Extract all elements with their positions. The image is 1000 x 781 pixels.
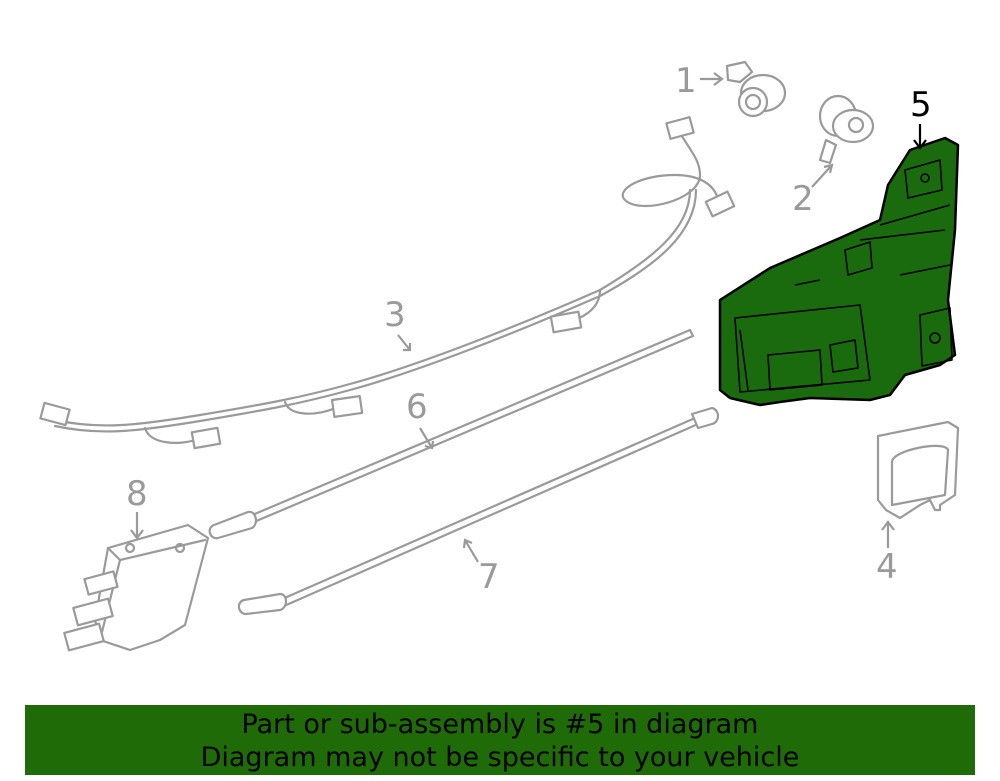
- leader-5: [913, 124, 927, 150]
- leader-2: [811, 163, 834, 188]
- part-3-wiring-harness[interactable]: [39, 116, 736, 450]
- callout-1: 1: [675, 61, 697, 101]
- callout-2: 2: [792, 179, 814, 219]
- callout-6: 6: [406, 387, 428, 427]
- part-8-control-module[interactable]: [63, 523, 210, 652]
- notice-banner: Part or sub-assembly is #5 in diagram Di…: [25, 705, 975, 775]
- part-1-grommet[interactable]: [725, 60, 787, 118]
- callout-3: 3: [384, 295, 406, 335]
- part-6-rod[interactable]: [208, 328, 695, 540]
- leader-4: [881, 520, 895, 548]
- leader-8: [130, 512, 144, 540]
- callout-8: 8: [126, 474, 148, 514]
- callout-4: 4: [876, 547, 898, 587]
- parts-diagram: 1 2 3 4: [39, 60, 960, 652]
- callout-5: 5: [910, 85, 932, 125]
- callout-7: 7: [478, 557, 500, 597]
- part-5-bracket[interactable]: [718, 136, 960, 407]
- leader-1: [700, 72, 724, 86]
- leader-3: [397, 334, 412, 352]
- part-2-sensor[interactable]: [818, 94, 875, 165]
- leader-7: [462, 538, 479, 563]
- part-4-module-cover[interactable]: [876, 420, 960, 520]
- leader-6: [419, 427, 435, 450]
- part-7-cable[interactable]: [237, 406, 720, 616]
- banner-line-2: Diagram may not be specific to your vehi…: [200, 742, 800, 773]
- banner-line-1: Part or sub-assembly is #5 in diagram: [241, 709, 759, 740]
